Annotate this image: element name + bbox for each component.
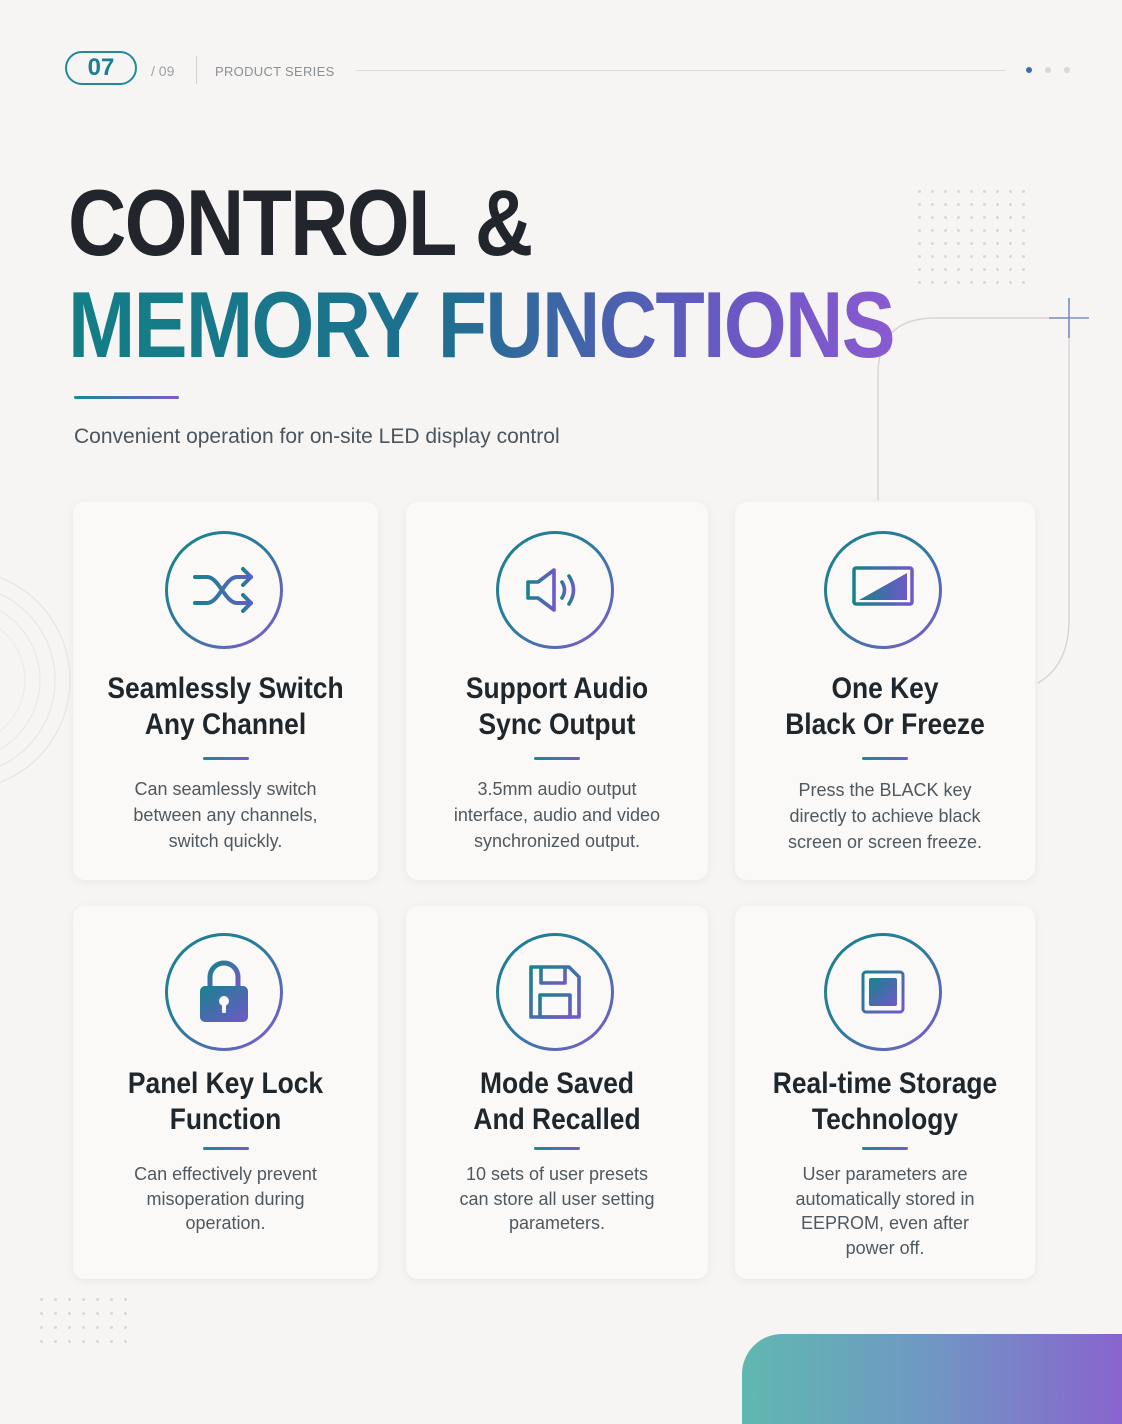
card-underline	[534, 757, 580, 760]
page-total: / 09	[151, 63, 175, 79]
decorative-arcs	[0, 576, 71, 784]
page-title-line2: MEMORY FUNCTIONS	[68, 272, 896, 377]
icon-circle	[824, 933, 942, 1051]
floppy-disk-icon	[529, 965, 581, 1019]
header-rule	[356, 70, 1006, 71]
card-underline	[202, 757, 249, 760]
decorative-dot-grid	[918, 190, 1025, 284]
lock-icon	[199, 960, 248, 1022]
section-label: PRODUCT SERIES	[215, 64, 335, 79]
monitor-icon	[852, 566, 914, 613]
speaker-icon	[526, 568, 576, 612]
icon-circle	[164, 531, 283, 649]
decorative-dot-grid-bottom	[40, 1298, 127, 1343]
card-underline	[862, 757, 908, 760]
page-subtitle: Convenient operation for on-site LED dis…	[74, 425, 560, 448]
icon-circle	[496, 531, 614, 649]
decorative-connector-line	[877, 298, 1089, 684]
page-number-badge: 07	[65, 51, 137, 85]
decorative-gradient-block	[742, 1334, 1122, 1424]
shuffle-icon	[192, 567, 253, 613]
title-underline	[74, 396, 179, 399]
card-underline	[534, 1147, 580, 1150]
icon-circle	[824, 531, 942, 649]
icon-circle	[496, 933, 614, 1051]
card-underline	[862, 1147, 908, 1150]
page-title-line1: CONTROL &	[68, 170, 533, 275]
header-divider	[196, 56, 197, 84]
card-underline	[202, 1147, 249, 1150]
icon-circle	[164, 933, 283, 1051]
pagination-dot-active	[1026, 67, 1032, 73]
pagination-dot	[1045, 67, 1051, 73]
pagination-dot	[1064, 67, 1070, 73]
chip-icon	[852, 961, 914, 1023]
